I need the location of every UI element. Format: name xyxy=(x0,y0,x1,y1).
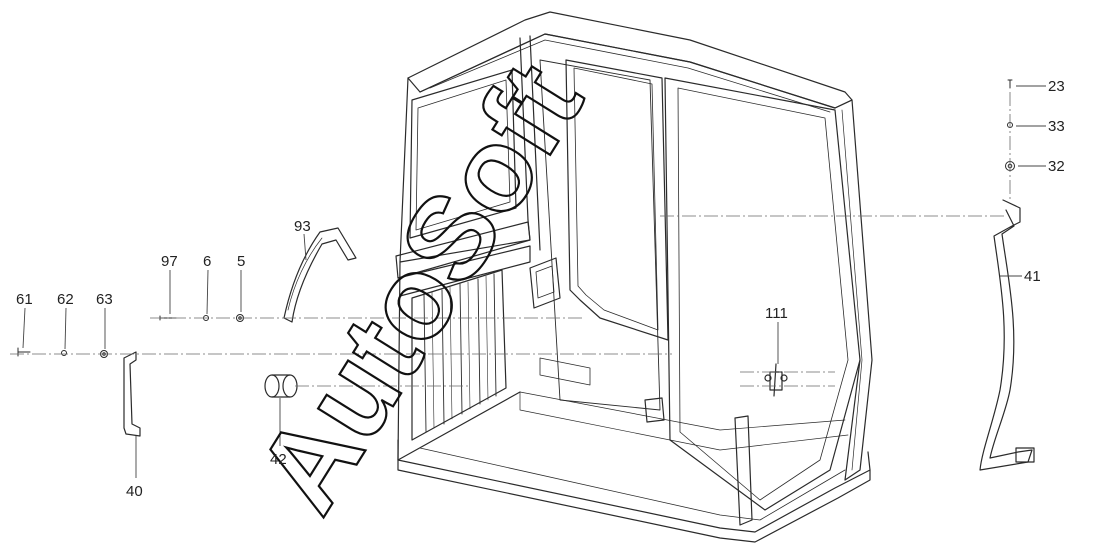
callout-23: 23 xyxy=(1048,78,1065,95)
callout-labels: 23 33 32 41 93 97 6 5 61 62 63 111 42 40 xyxy=(16,78,1065,500)
callout-111: 111 xyxy=(765,305,788,322)
callout-5: 5 xyxy=(237,253,245,270)
callout-41: 41 xyxy=(1024,268,1041,285)
assembly-lines xyxy=(10,92,1011,387)
callout-63: 63 xyxy=(96,291,113,308)
latch-111 xyxy=(764,363,788,397)
callout-33: 33 xyxy=(1048,118,1065,135)
grab-handle-41 xyxy=(979,199,1035,471)
handrail-93 xyxy=(283,227,357,323)
callout-93: 93 xyxy=(294,218,311,235)
bracket-40 xyxy=(123,351,141,437)
callout-97: 97 xyxy=(161,253,178,270)
callout-62: 62 xyxy=(57,291,74,308)
leader-lines xyxy=(22,85,1046,478)
cab-frame xyxy=(395,11,873,543)
callout-42: 42 xyxy=(270,451,287,468)
callout-40: 40 xyxy=(126,483,143,500)
callout-32: 32 xyxy=(1048,158,1065,175)
watermark-autosoft: AutoSoft xyxy=(231,40,609,535)
callout-61: 61 xyxy=(16,291,33,308)
callout-6: 6 xyxy=(203,253,211,270)
svg-text:AutoSoft: AutoSoft xyxy=(232,41,608,533)
